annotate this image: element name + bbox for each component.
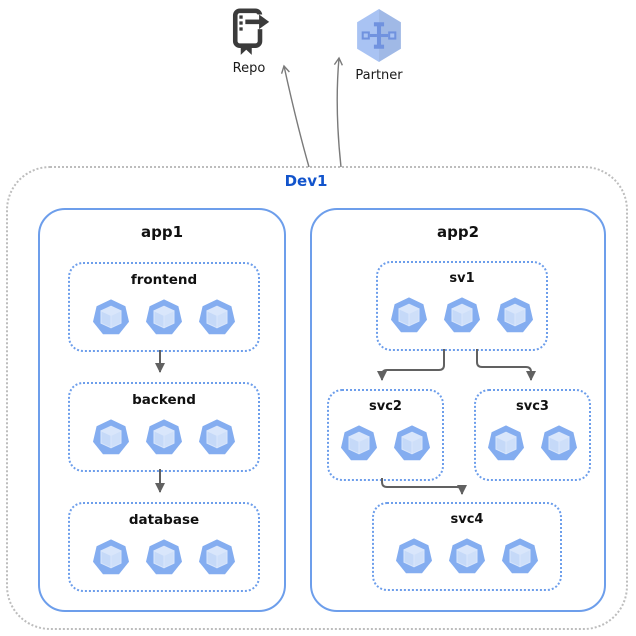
pod-icon bbox=[93, 299, 129, 335]
dev1-boundary: Dev1 app1 frontend bbox=[6, 166, 628, 630]
pod-icon bbox=[146, 539, 182, 575]
pod-icon bbox=[394, 425, 430, 461]
service-sv1: sv1 bbox=[376, 261, 548, 351]
pod-icon bbox=[502, 538, 538, 574]
pod-icon bbox=[396, 538, 432, 574]
frontend-label: frontend bbox=[130, 272, 198, 288]
edge-dev1-partner bbox=[333, 56, 344, 168]
svc4-pod-group bbox=[394, 536, 540, 576]
database-pod-group bbox=[91, 537, 237, 577]
backend-label: backend bbox=[132, 392, 196, 408]
pod-icon bbox=[391, 297, 427, 333]
pod-icon bbox=[199, 299, 235, 335]
sv1-pod-group bbox=[389, 295, 535, 335]
app2-node: app2 sv1 svc2 bbox=[310, 208, 606, 612]
pod-icon bbox=[444, 297, 480, 333]
pod-icon bbox=[199, 419, 235, 455]
frontend-pod-group bbox=[91, 297, 237, 337]
external-node-repo: Repo bbox=[222, 6, 276, 76]
pod-icon bbox=[93, 419, 129, 455]
pod-icon bbox=[146, 419, 182, 455]
edge-dev1-repo bbox=[280, 64, 310, 168]
pod-icon bbox=[93, 539, 129, 575]
pod-icon bbox=[488, 425, 524, 461]
app2-label: app2 bbox=[436, 223, 480, 241]
service-svc4: svc4 bbox=[372, 502, 562, 591]
pod-icon bbox=[199, 539, 235, 575]
backend-pod-group bbox=[91, 417, 237, 457]
pod-icon bbox=[497, 297, 533, 333]
partner-label: Partner bbox=[355, 68, 403, 83]
pod-icon bbox=[449, 538, 485, 574]
service-svc3: svc3 bbox=[474, 389, 591, 481]
service-database: database bbox=[68, 502, 260, 592]
source-repository-icon bbox=[232, 8, 270, 55]
svc2-pod-group bbox=[339, 423, 432, 463]
external-node-partner: Partner bbox=[350, 8, 408, 83]
pod-icon bbox=[541, 425, 577, 461]
repo-label: Repo bbox=[232, 61, 266, 76]
app1-label: app1 bbox=[140, 223, 184, 241]
app1-node: app1 frontend backend bbox=[38, 208, 286, 612]
dev1-label: Dev1 bbox=[284, 172, 328, 190]
svc4-label: svc4 bbox=[450, 512, 484, 527]
service-svc2: svc2 bbox=[327, 389, 444, 481]
sv1-label: sv1 bbox=[449, 271, 475, 286]
pod-icon bbox=[146, 299, 182, 335]
hexagon-interconnect-icon bbox=[357, 9, 401, 62]
svc2-label: svc2 bbox=[369, 399, 402, 414]
svc3-label: svc3 bbox=[516, 399, 549, 414]
svc3-pod-group bbox=[486, 423, 579, 463]
pod-icon bbox=[341, 425, 377, 461]
service-backend: backend bbox=[68, 382, 260, 472]
service-frontend: frontend bbox=[68, 262, 260, 352]
database-label: database bbox=[128, 512, 200, 528]
